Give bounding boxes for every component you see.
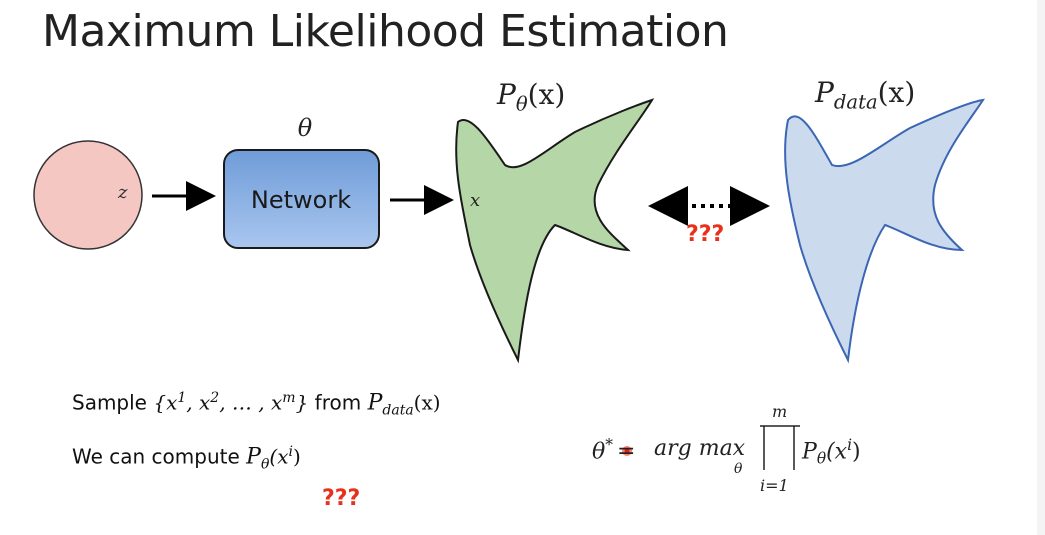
formula-sup-i: i bbox=[847, 436, 853, 454]
data-label-arg: (x) bbox=[877, 76, 916, 109]
sample-from: from bbox=[308, 390, 368, 415]
sample-sub-data: data bbox=[382, 402, 414, 419]
sample-prefix: Sample bbox=[72, 390, 154, 415]
sample-arg: (x) bbox=[413, 390, 441, 415]
sample-sup-2: 2 bbox=[210, 390, 220, 406]
network-param-theta: θ bbox=[298, 114, 313, 142]
formula-prod-bottom: i=1 bbox=[760, 476, 789, 495]
sample-c2: , … , x bbox=[219, 390, 283, 415]
formula-arg-close: ) bbox=[852, 439, 861, 465]
compute-question: ??? bbox=[322, 486, 361, 511]
compute-arg-open: (x bbox=[269, 444, 289, 469]
network-label: Network bbox=[251, 186, 351, 214]
formula-rhs: Pθ(xi) bbox=[802, 436, 861, 468]
compare-question: ??? bbox=[686, 222, 725, 247]
formula-prod-top: m bbox=[772, 402, 788, 421]
generated-label-arg: (x) bbox=[527, 78, 566, 111]
sample-set-close: } bbox=[295, 390, 309, 415]
right-scrollbar[interactable] bbox=[1037, 0, 1045, 535]
formula-theta: θ bbox=[592, 439, 606, 465]
formula-star: * bbox=[605, 436, 613, 454]
product-symbol bbox=[760, 425, 800, 470]
generated-label: Pθ(x) bbox=[497, 78, 565, 116]
slide-title: Maximum Likelihood Estimation bbox=[42, 6, 729, 57]
sample-set-open: {x bbox=[153, 390, 178, 415]
compute-line: We can compute Pθ(xi) bbox=[72, 444, 301, 473]
data-distribution-shape bbox=[784, 98, 986, 364]
network-box bbox=[223, 149, 380, 249]
compute-arg-close: ) bbox=[292, 444, 301, 469]
data-label: Pdata(x) bbox=[815, 76, 915, 114]
formula-argmax: arg max bbox=[654, 436, 746, 461]
data-label-p: P bbox=[815, 76, 834, 109]
formula-p: P bbox=[802, 439, 817, 465]
sample-sup-1: 1 bbox=[177, 390, 187, 406]
sample-c1: , x bbox=[186, 390, 211, 415]
compute-p: P bbox=[246, 444, 261, 470]
formula-lhs: θ*= bbox=[592, 436, 635, 464]
generated-label-sub: θ bbox=[515, 92, 528, 116]
generated-point-x: x bbox=[470, 190, 480, 211]
formula-arg-open: (x bbox=[826, 439, 848, 465]
sample-line: Sample {x1, x2, … , xm} from Pdata(x) bbox=[72, 390, 441, 419]
noise-label: z bbox=[117, 182, 128, 203]
compute-prefix: We can compute bbox=[72, 444, 247, 469]
formula-argmax-sub: θ bbox=[734, 461, 743, 477]
pointer-dot-core bbox=[624, 448, 630, 454]
generated-distribution-shape bbox=[455, 98, 655, 364]
noise-circle bbox=[33, 140, 143, 250]
generated-label-p: P bbox=[497, 78, 516, 111]
formula-equals: = bbox=[616, 439, 636, 465]
compute-sub-theta: θ bbox=[260, 456, 270, 473]
compute-sup-i: i bbox=[288, 444, 293, 460]
data-label-sub: data bbox=[833, 90, 878, 114]
sample-p: P bbox=[367, 390, 383, 416]
formula-sub-theta: θ bbox=[816, 449, 827, 468]
sample-sup-m: m bbox=[282, 390, 296, 406]
